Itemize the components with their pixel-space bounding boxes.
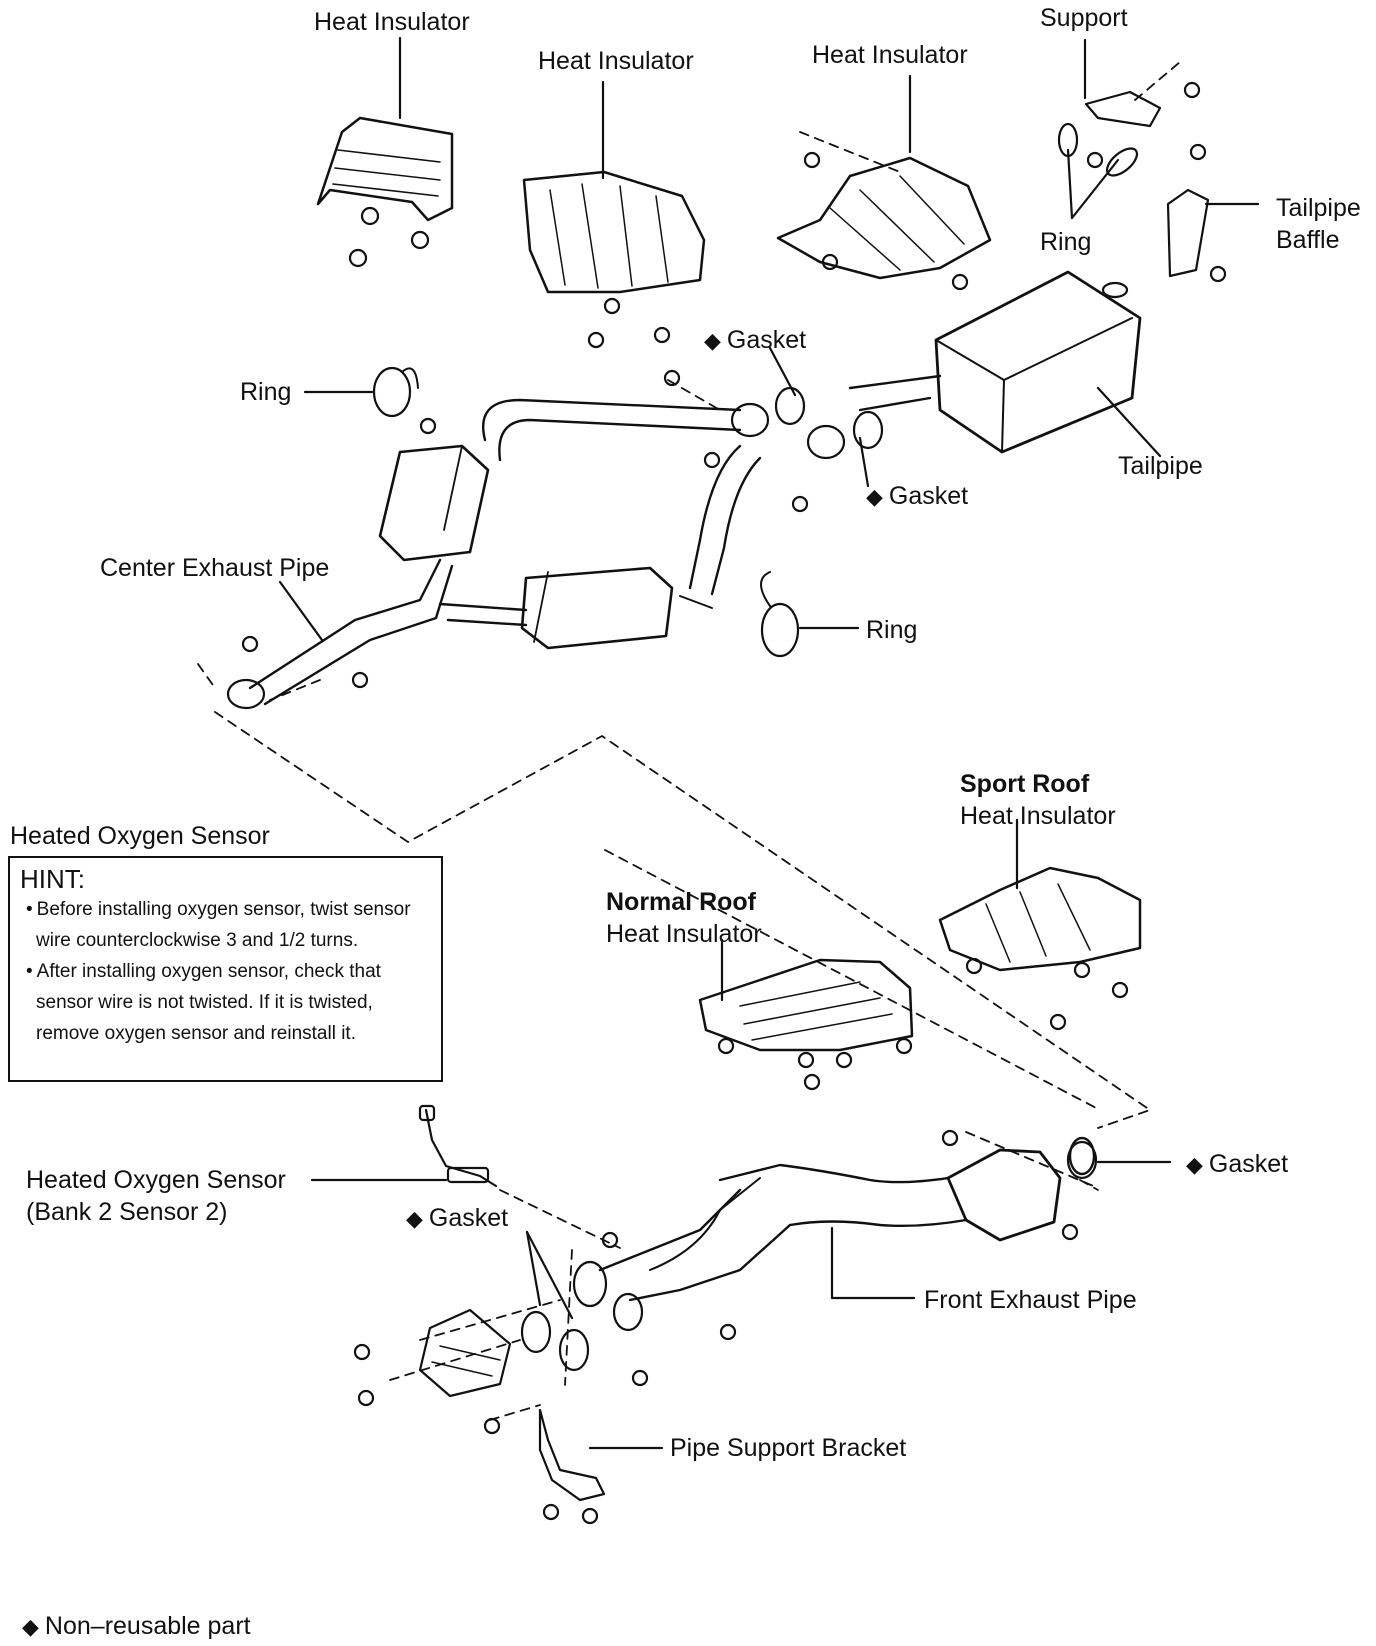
ring-label-mid: Ring xyxy=(866,616,918,644)
oxygen-sensor-label: Heated Oxygen Sensor (Bank 2 Sensor 2) xyxy=(26,1166,286,1226)
non-reusable-marker: ◆ xyxy=(406,1206,423,1231)
legend: ◆Non–reusable part xyxy=(22,1612,251,1641)
non-reusable-marker: ◆ xyxy=(704,328,721,353)
normal-roof-insulator-label: Heat Insulator xyxy=(606,920,762,948)
hint-item: After installing oxygen sensor, check th… xyxy=(20,956,431,1049)
tailpipe-baffle-label: Tailpipe Baffle xyxy=(1276,194,1361,254)
gasket-label-lower-left: ◆Gasket xyxy=(406,1204,508,1233)
tailpipe-baffle-line2: Baffle xyxy=(1276,226,1340,254)
pipe-support-bracket-label: Pipe Support Bracket xyxy=(670,1434,907,1462)
non-reusable-marker: ◆ xyxy=(866,484,883,509)
ring-label-top: Ring xyxy=(1040,228,1092,256)
heat-insulator-label-3: Heat Insulator xyxy=(812,41,968,69)
gasket-text: Gasket xyxy=(1208,1150,1289,1178)
heat-insulator-label-1: Heat Insulator xyxy=(314,8,470,36)
non-reusable-marker: ◆ xyxy=(22,1614,39,1639)
gasket-text: Gasket xyxy=(428,1204,509,1232)
gasket-label-upper-2: ◆Gasket xyxy=(866,482,968,511)
gasket-text: Gasket xyxy=(726,326,807,354)
center-exhaust-pipe-label: Center Exhaust Pipe xyxy=(100,554,330,582)
sensor-heading: Heated Oxygen Sensor xyxy=(10,822,270,850)
support-label: Support xyxy=(1040,4,1128,32)
tailpipe-baffle-line1: Tailpipe xyxy=(1276,194,1361,222)
oxygen-sensor-line2: (Bank 2 Sensor 2) xyxy=(26,1198,228,1226)
hint-title: HINT: xyxy=(20,864,85,894)
sport-roof-insulator-label: Heat Insulator xyxy=(960,802,1116,830)
gasket-label-upper-1: ◆Gasket xyxy=(704,326,806,355)
gasket-label-lower-right: ◆Gasket xyxy=(1186,1150,1288,1179)
heat-insulator-label-2: Heat Insulator xyxy=(538,47,694,75)
hint-box: HINT: Before installing oxygen sensor, t… xyxy=(8,856,443,1082)
normal-roof-label: Normal Roof xyxy=(606,888,756,916)
ring-label-left: Ring xyxy=(240,378,292,406)
sport-roof-label: Sport Roof xyxy=(960,770,1090,798)
non-reusable-marker: ◆ xyxy=(1186,1152,1203,1177)
tailpipe-label: Tailpipe xyxy=(1118,452,1203,480)
oxygen-sensor-line1: Heated Oxygen Sensor xyxy=(26,1166,286,1194)
legend-text: Non–reusable part xyxy=(44,1612,251,1640)
front-exhaust-pipe-label: Front Exhaust Pipe xyxy=(924,1286,1137,1314)
gasket-text: Gasket xyxy=(888,482,969,510)
hint-item: Before installing oxygen sensor, twist s… xyxy=(20,894,431,956)
